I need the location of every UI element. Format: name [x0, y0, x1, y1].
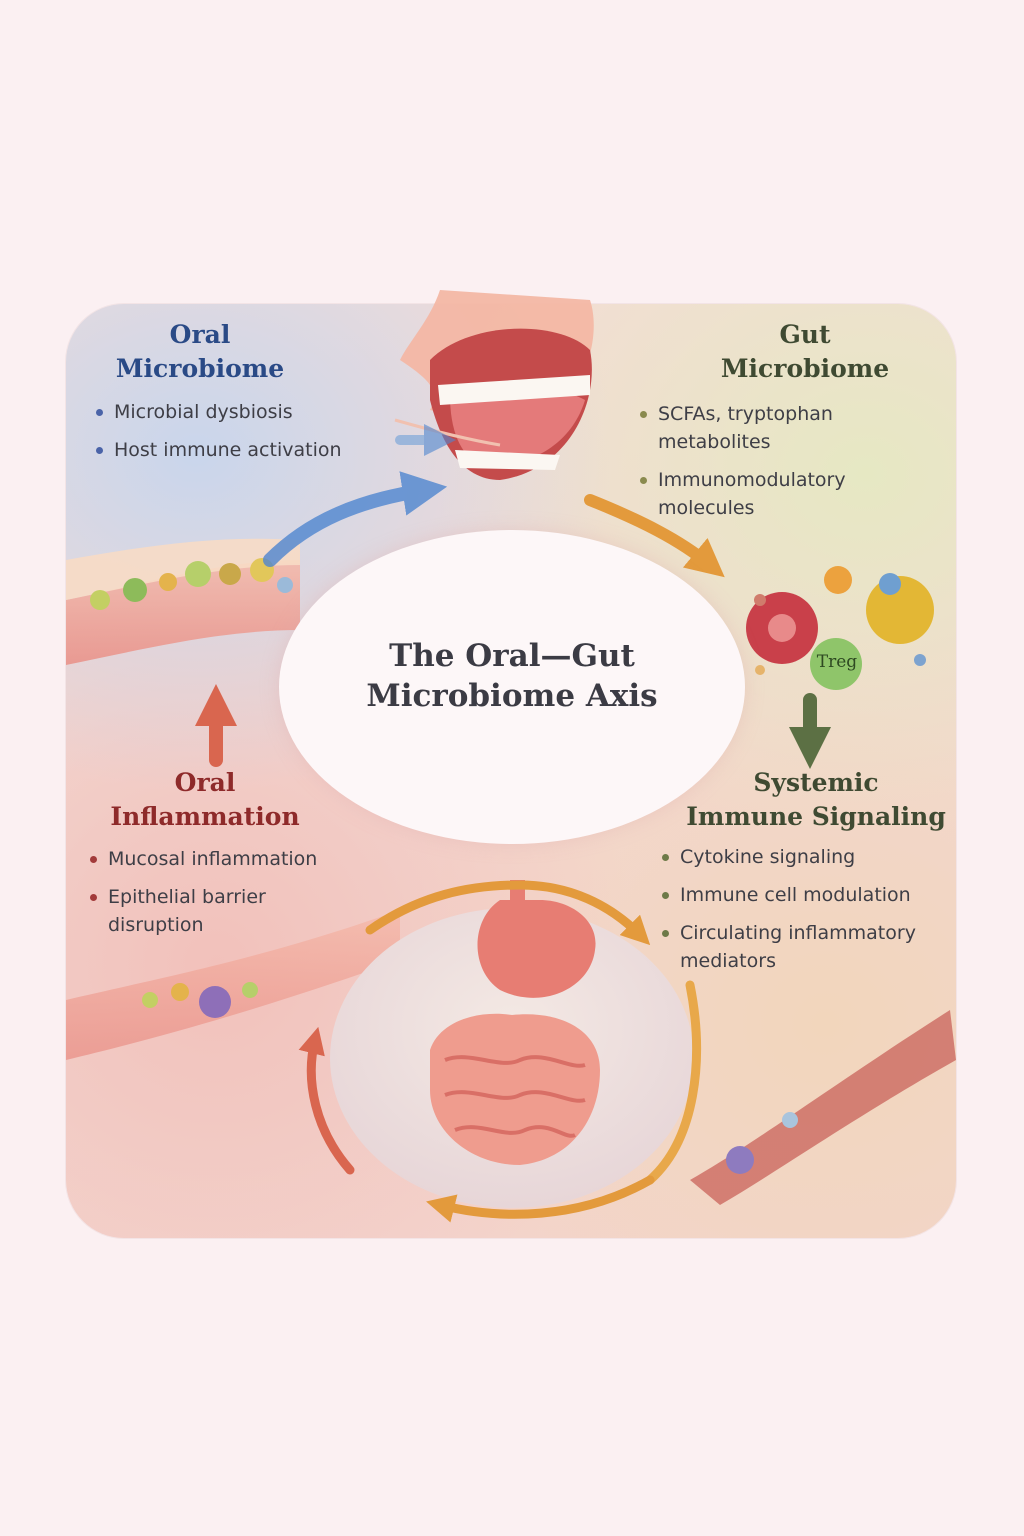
systemic-signaling-heading: Systemic Immune Signaling [686, 768, 946, 831]
gut-organ-illustration [330, 880, 694, 1208]
arrow-cycle-bottom [426, 1175, 655, 1223]
list-item: Microbial dysbiosis [92, 398, 392, 426]
arrow-cycle-left [298, 1026, 355, 1175]
microbe-cluster-illustration [746, 566, 934, 690]
arrow-cycle-top [365, 880, 651, 946]
blood-vessel-illustration [690, 1010, 956, 1205]
list-item: Circulating inflammatory mediators [658, 919, 956, 975]
systemic-signaling-list: Cytokine signaling Immune cell modulatio… [658, 843, 956, 985]
oral-inflammation-heading: Oral Inflammation [110, 768, 300, 831]
intestinal-tissue-illustration [66, 910, 400, 1060]
list-item: Immunomodulatory molecules [636, 466, 926, 522]
gut-microbiome-heading: Gut Microbiome [720, 320, 890, 383]
list-item: Cytokine signaling [658, 843, 956, 871]
list-item: Host immune activation [92, 436, 392, 464]
treg-label: Treg [816, 652, 858, 672]
oral-microbiome-heading: Oral Microbiome [115, 320, 285, 383]
mouth-illustration [394, 290, 594, 480]
oral-tissue-illustration [66, 538, 300, 665]
center-title: The Oral—Gut Microbiome Axis [366, 638, 658, 714]
arrow-cycle-right [645, 980, 701, 1185]
center-hub [279, 530, 745, 844]
list-item: Epithelial barrier disruption [86, 883, 386, 939]
gut-microbiome-list: SCFAs, tryptophan metabolites Immunomodu… [636, 400, 926, 532]
list-item: SCFAs, tryptophan metabolites [636, 400, 926, 456]
list-item: Immune cell modulation [658, 881, 956, 909]
oral-inflammation-list: Mucosal inflammation Epithelial barrier … [86, 845, 386, 949]
oral-microbiome-list: Microbial dysbiosis Host immune activati… [92, 398, 392, 474]
arrow-oral-to-mouth [263, 471, 448, 567]
arrow-mouth-to-gut [584, 494, 725, 578]
treg-cell-icon [810, 638, 862, 690]
list-item: Mucosal inflammation [86, 845, 386, 873]
